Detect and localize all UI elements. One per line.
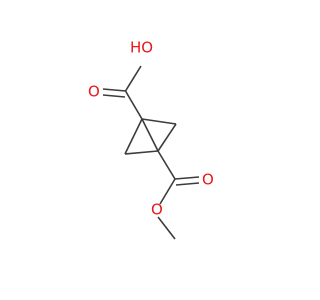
bond-cooh-oh bbox=[124, 65, 142, 92]
ring-bond-right-bottom bbox=[157, 123, 177, 152]
bond-o-methyl bbox=[157, 216, 176, 240]
ester-oxygen-label: O bbox=[151, 201, 163, 219]
bond-cooh-double-1 bbox=[102, 88, 126, 92]
bond-cooh-double-2 bbox=[102, 94, 126, 98]
hydroxyl-label: HO bbox=[130, 39, 153, 57]
bond-ester-double-2 bbox=[175, 182, 200, 186]
bond-ester-double-1 bbox=[174, 176, 200, 180]
molecule-canvas: HO O O O bbox=[88, 38, 214, 240]
bond-cooh-to-ring bbox=[124, 90, 143, 120]
ring-bond-bottom-left bbox=[124, 150, 159, 155]
ester-carbonyl-oxygen-label: O bbox=[202, 171, 214, 189]
acid-carbonyl-oxygen-label: O bbox=[88, 83, 100, 101]
ring-bond-top-right bbox=[141, 118, 177, 125]
molecule-structure: HO O O O bbox=[88, 39, 214, 240]
bond-ester-o bbox=[159, 178, 176, 205]
ring-bridge bbox=[141, 118, 159, 152]
bond-ring-to-ester bbox=[157, 150, 176, 180]
ring-bond-left-top bbox=[124, 118, 143, 155]
